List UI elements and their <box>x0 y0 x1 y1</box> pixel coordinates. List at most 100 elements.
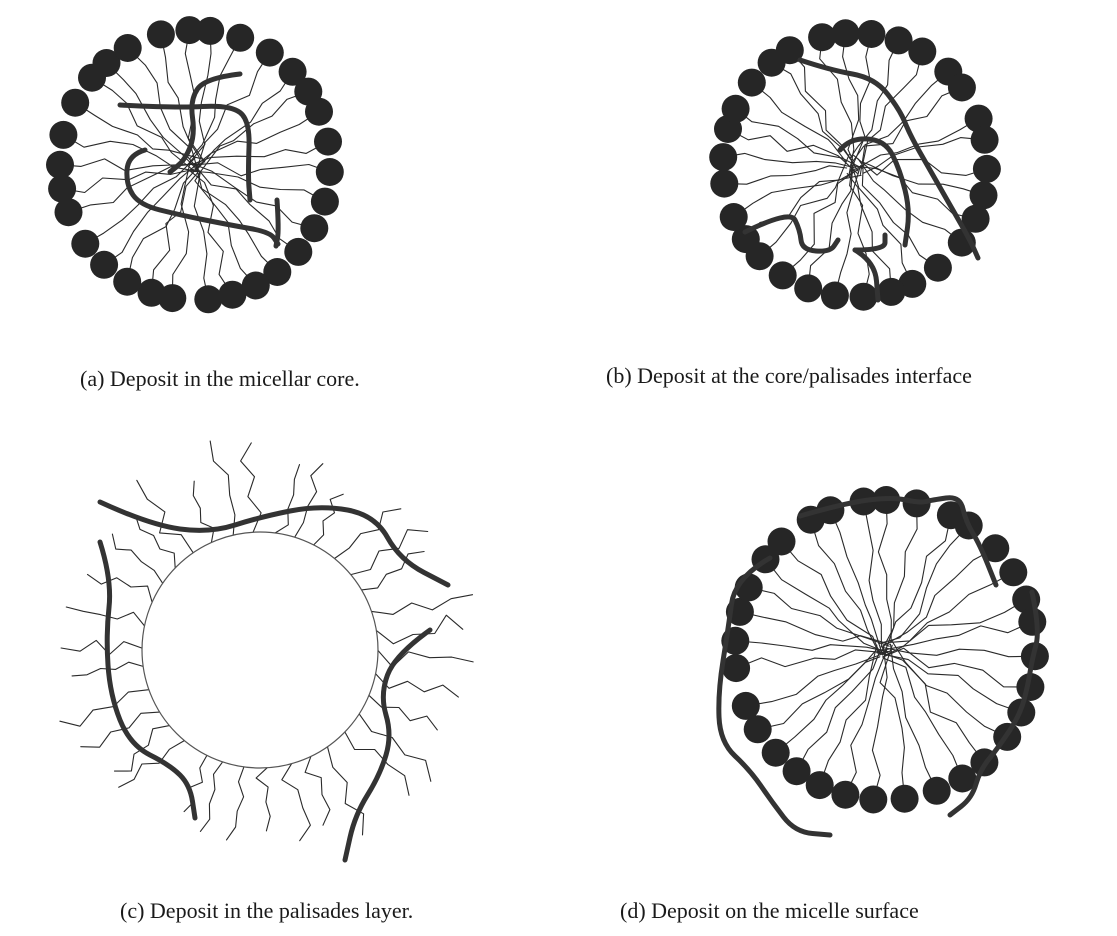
panel-d-micelle-surface <box>680 470 1080 850</box>
palisade-tail <box>295 464 323 538</box>
surfactant-head <box>1018 608 1046 636</box>
surfactant-head <box>90 251 118 279</box>
surfactant-head <box>722 95 750 123</box>
surfactant-head <box>138 279 166 307</box>
surfactant-tail <box>740 612 891 645</box>
surfactant-head <box>46 151 74 179</box>
surfactant-head <box>316 158 344 186</box>
surfactant-tail <box>883 622 1032 650</box>
palisade-tail <box>305 756 330 825</box>
caption-b: (b) Deposit at the core/palisades interf… <box>606 363 972 389</box>
palisade-tail <box>328 747 364 835</box>
surfactant-tail <box>782 542 880 652</box>
surfactant-head <box>284 238 312 266</box>
polymer-chains <box>120 74 278 246</box>
surfactant-tail <box>723 153 855 168</box>
panel-b-core-palisades-interface <box>660 0 1080 340</box>
surfactant-head <box>709 143 737 171</box>
surfactant-tail <box>892 641 1007 737</box>
surfactant-tail <box>850 168 870 296</box>
caption-a: (a) Deposit in the micellar core. <box>80 366 360 392</box>
palisade-tail <box>227 767 244 840</box>
palisade-tail <box>88 574 153 602</box>
surfactant-head <box>857 20 885 48</box>
surfactant-head <box>114 34 142 62</box>
palisade-tail <box>119 741 185 788</box>
surfactant-tail <box>190 38 240 159</box>
surfactant-head <box>832 19 860 47</box>
micelle-core <box>142 532 378 768</box>
surfactant-tail <box>811 520 880 654</box>
palisade-tail <box>359 714 431 781</box>
surfactant-tail <box>735 641 888 652</box>
surfactant-head <box>300 214 328 242</box>
surfactant-head <box>768 528 796 556</box>
surfactant-head <box>924 254 952 282</box>
surfactant-head <box>722 654 750 682</box>
surfactant-head <box>226 24 254 52</box>
surfactant-head <box>71 230 99 258</box>
surfactant-head <box>891 785 919 813</box>
palisade-tail <box>61 640 142 654</box>
surfactant-head <box>48 175 76 203</box>
palisade-tail <box>112 534 162 583</box>
surfactant-tail <box>752 83 846 162</box>
surfactant-head <box>49 121 77 149</box>
surfactant-head <box>256 39 284 67</box>
surfactant-head <box>850 283 878 311</box>
surfactant-head <box>218 281 246 309</box>
surfactant-head <box>314 128 342 156</box>
surfactant-tail <box>880 503 917 653</box>
palisade-tail <box>372 595 473 615</box>
panel-c-diagram <box>0 405 520 875</box>
surfactant-tail <box>880 548 995 647</box>
surfactant-tail <box>193 112 319 168</box>
surfactant-head <box>762 739 790 767</box>
palisade-tail <box>362 552 425 590</box>
surfactant-head <box>720 203 748 231</box>
surfactant-head <box>859 786 887 814</box>
surfactant-tail <box>845 650 886 795</box>
surfactant-tail <box>891 644 937 791</box>
surfactant-head <box>971 126 999 154</box>
surfactant-head <box>305 98 333 126</box>
surfactant-head <box>908 38 936 66</box>
surfactant-tail <box>820 37 854 174</box>
surfactant-head <box>783 757 811 785</box>
surfactant-head <box>311 188 339 216</box>
palisade-tail <box>282 764 311 841</box>
surfactant-tail <box>152 173 198 293</box>
surfactant-head <box>194 285 222 313</box>
surfactant-tail <box>172 160 190 298</box>
palisade-tail <box>137 480 193 553</box>
polymer-chain <box>276 200 278 246</box>
surfactant-tail <box>872 647 887 800</box>
panel-d-diagram <box>680 470 1080 850</box>
palisade-tail <box>200 762 222 832</box>
palisade-tail <box>193 481 214 542</box>
palisade-tail <box>256 768 270 831</box>
surfactant-tail <box>194 171 208 299</box>
palisade-tail <box>275 465 299 533</box>
surfactant-tail <box>880 645 905 798</box>
panel-a-diagram <box>0 0 420 340</box>
surfactant-head <box>877 278 905 306</box>
palisade-tail <box>314 494 344 545</box>
surfactant-head <box>732 692 760 720</box>
surfactant-head <box>923 777 951 805</box>
surfactant-head <box>710 170 738 198</box>
surfactant-head <box>821 282 849 310</box>
surfactant-head <box>999 558 1027 586</box>
surfactant-tail <box>830 510 882 655</box>
surfactant-tail <box>776 657 880 753</box>
surfactant-head <box>831 781 859 809</box>
surfactant-head <box>973 155 1001 183</box>
surfactant-tail <box>758 648 878 729</box>
surfactant-head <box>196 17 224 45</box>
surfactant-head <box>948 74 976 102</box>
surfactant-head <box>808 23 836 51</box>
panel-b-diagram <box>660 0 1080 340</box>
palisade-tail <box>345 732 409 795</box>
caption-c: (c) Deposit in the palisades layer. <box>120 898 413 924</box>
